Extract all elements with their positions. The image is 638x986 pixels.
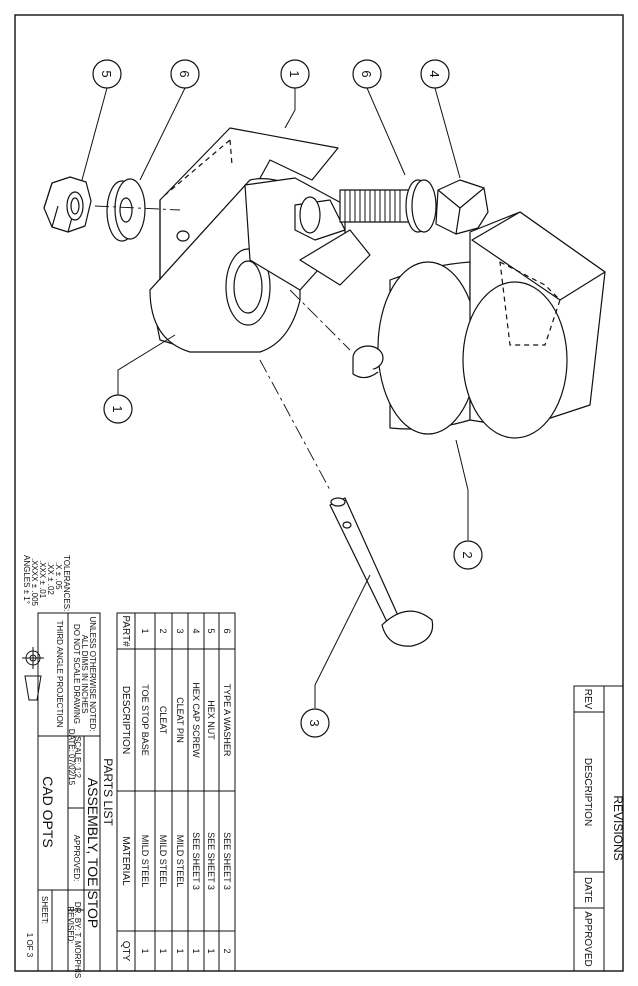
parts-row-6-qty: 2 [222, 948, 232, 953]
company-name: CAD OPTS [40, 776, 56, 848]
sheet-label: SHEET: [40, 896, 49, 924]
parts-row-3-number: 3 [175, 628, 185, 633]
parts-list-title: PARTS LIST [101, 758, 115, 826]
scale-field: SCALE: 1:2 [73, 736, 82, 778]
sheet-value: 1 OF 3 [25, 933, 34, 958]
approved-field: APPROVED: [72, 835, 81, 882]
balloon-2: 2 [453, 540, 483, 570]
balloon-6-right: 6 [352, 59, 382, 89]
parts-row-6-description: TYPE A WASHER [222, 684, 232, 757]
parts-row-4-qty: 1 [191, 948, 201, 953]
drawn-by-field: DR. BY: T. MORPHIS [73, 902, 82, 978]
assembly-centerlines [94, 205, 351, 491]
parts-row-2-material: MILD STEEL [158, 835, 168, 888]
tolerance-xxxx: .XXXX ± .005 [30, 558, 39, 607]
tolerance-x: .X ± .05 [54, 562, 63, 590]
assembly-view [43, 127, 606, 647]
revisions-title: REVISIONS [611, 795, 625, 860]
parts-row-3-qty: 1 [175, 948, 185, 953]
parts-row-1-qty: 1 [140, 948, 150, 953]
parts-row-1-material: MILD STEEL [140, 835, 150, 888]
svg-text:5: 5 [99, 70, 114, 77]
sheet-border [14, 14, 624, 972]
toe-stop-base-part [149, 127, 371, 353]
balloon-6-left: 6 [170, 59, 200, 89]
svg-text:3: 3 [307, 719, 322, 726]
note-line-3: DO NOT SCALE DRAWING [72, 624, 81, 724]
washer-part-right [405, 179, 437, 233]
parts-row-4-description: HEX CAP SCREW [191, 682, 201, 758]
parts-row-1-description: TOE STOP BASE [140, 684, 150, 756]
parts-header-description: DESCRIPTION [120, 686, 131, 754]
hex-nut-part [43, 176, 92, 233]
projection-symbol-icon [22, 647, 44, 701]
parts-row-5-material: SEE SHEET 3 [206, 832, 216, 890]
balloon-1-top: 1 [280, 59, 310, 89]
tolerances-block: TOLERANCES: .X ± .05 .XX ± .02 .XXX ± .0… [22, 555, 71, 611]
cleat-part [352, 211, 606, 439]
parts-header-part-number: PART# [120, 615, 131, 647]
cleat-pin-part [329, 497, 434, 647]
note-line-2: ALL DIMS IN INCHES [80, 635, 89, 714]
parts-row-1-number: 1 [140, 628, 150, 633]
parts-row-6-material: SEE SHEET 3 [222, 832, 232, 890]
tolerance-xx: .XX ± .02 [46, 562, 55, 595]
parts-row-6-number: 6 [222, 628, 232, 633]
tolerance-angles: ANGLES ± 1° [22, 555, 31, 604]
balloon-4: 4 [420, 59, 450, 89]
svg-text:1: 1 [287, 70, 302, 77]
parts-row-4-number: 4 [191, 628, 201, 633]
parts-header-material: MATERIAL [120, 836, 131, 886]
revisions-header-description: DESCRIPTION [582, 758, 593, 826]
revisions-header-rev: REV [582, 689, 593, 710]
parts-list-grid [116, 612, 236, 972]
balloon-leaders [81, 87, 469, 708]
parts-row-3-material: MILD STEEL [175, 835, 185, 888]
balloon-3: 3 [300, 708, 330, 738]
parts-row-5-number: 5 [206, 628, 216, 633]
parts-row-2-qty: 1 [158, 948, 168, 953]
drawing-title: ASSEMBLY, TOE STOP [85, 778, 101, 928]
revisions-block [573, 685, 624, 972]
parts-row-5-qty: 1 [206, 948, 216, 953]
parts-row-2-number: 2 [158, 628, 168, 633]
svg-text:6: 6 [359, 70, 374, 77]
title-block-grid [37, 612, 101, 972]
parts-row-5-description: HEX NUT [206, 700, 216, 740]
balloon-5: 5 [92, 59, 122, 89]
parts-header-qty: QTY [120, 941, 131, 962]
balloon-1-left: 1 [103, 394, 133, 424]
revisions-header-approved: APPROVED [582, 911, 593, 967]
svg-text:1: 1 [110, 405, 125, 412]
parts-row-2-description: CLEAT [158, 706, 168, 735]
revisions-header-date: DATE [582, 877, 593, 903]
tolerances-title: TOLERANCES: [62, 555, 71, 611]
note-line-1: UNLESS OTHERWISE NOTED: [88, 617, 97, 732]
washer-part-left [106, 178, 146, 242]
date-field: DATE: 07/02/15 [67, 729, 76, 786]
parts-row-4-material: SEE SHEET 3 [191, 832, 201, 890]
projection-label: THIRD ANGLE PROJECTION [55, 620, 64, 727]
svg-text:6: 6 [177, 70, 192, 77]
balloons: 5 6 1 6 4 1 2 3 [92, 59, 483, 738]
revised-field: REVISED: [66, 906, 75, 943]
parts-row-3-description: CLEAT PIN [175, 697, 185, 743]
tolerance-xxx: .XXX ± .01 [38, 560, 47, 599]
svg-text:4: 4 [427, 70, 442, 77]
hex-cap-screw-part [339, 179, 489, 235]
svg-text:2: 2 [460, 551, 475, 558]
